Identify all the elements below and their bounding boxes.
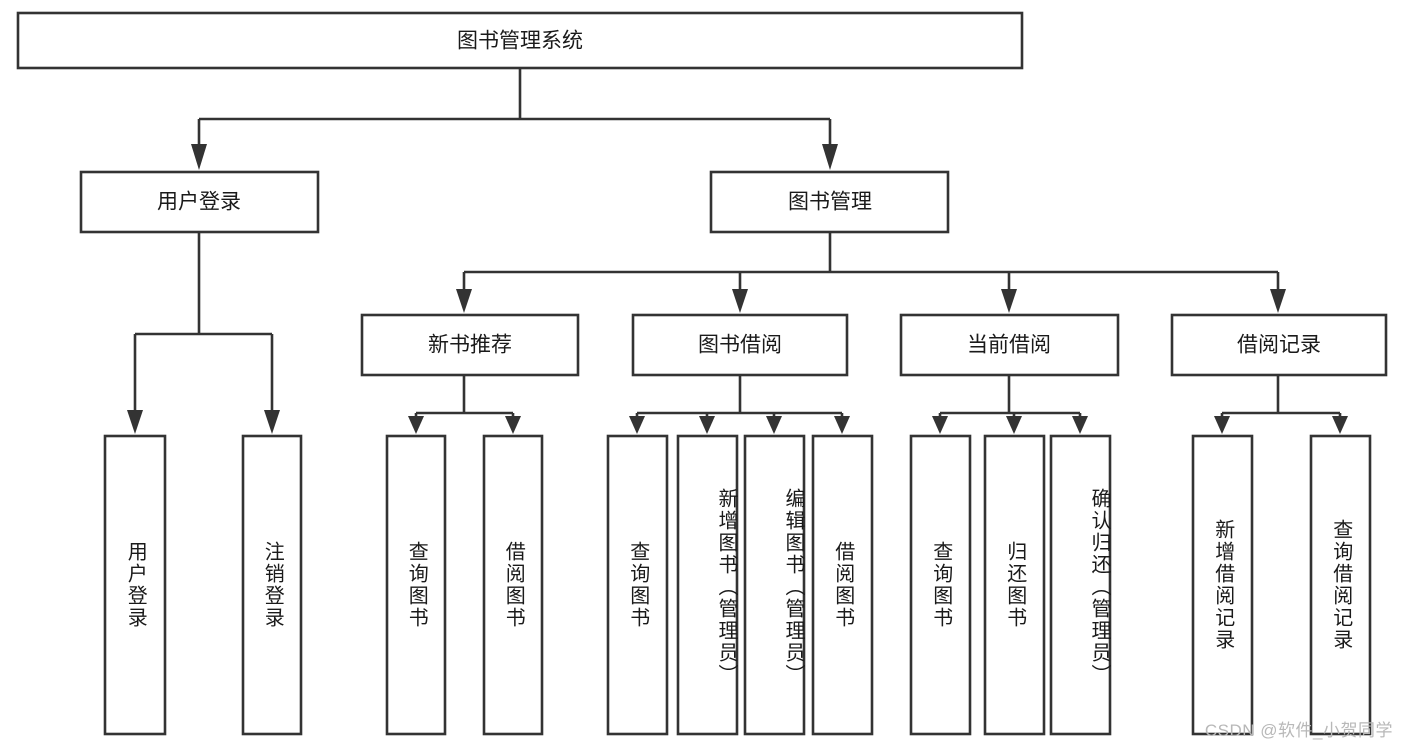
node-book-borrow-label: 图书借阅: [698, 334, 782, 357]
arrow-head-bk-edit: [766, 416, 782, 434]
arrow-head-login: [191, 144, 207, 170]
arrow-head-nb-query: [408, 416, 424, 434]
node-leaf-bk-add-box[interactable]: [676, 434, 739, 736]
node-book-borrow[interactable]: 图书借阅: [631, 313, 849, 377]
node-borrow-records-box[interactable]: [1170, 313, 1388, 377]
arrow-head-bk-query: [629, 416, 645, 434]
node-leaf-user-logout-box[interactable]: [241, 434, 303, 736]
node-book-management-label: 图书管理: [788, 191, 872, 214]
node-book-management-box[interactable]: [709, 170, 950, 234]
node-leaf-cur-return-box[interactable]: [983, 434, 1046, 736]
arrow-head-rec-query: [1332, 416, 1348, 434]
node-current-borrow[interactable]: 当前借阅: [899, 313, 1120, 377]
node-user-login-box[interactable]: [79, 170, 320, 234]
arrow-head-records: [1270, 289, 1286, 313]
edge-records-to-leaves: [1214, 375, 1348, 434]
node-current-borrow-label: 当前借阅: [967, 334, 1051, 357]
arrow-head-borrow: [732, 289, 748, 313]
node-book-management[interactable]: 图书管理: [709, 170, 950, 234]
arrow-head-nb-borrow: [505, 416, 521, 434]
edge-root-to-level2: [191, 68, 838, 170]
node-leaf-rec-query-box[interactable]: [1309, 434, 1372, 736]
arrow-head-bk-add: [699, 416, 715, 434]
node-leaf-cur-confirm-box[interactable]: [1049, 434, 1112, 736]
node-user-login-label: 用户登录: [157, 191, 241, 214]
arrow-head-cur-confirm: [1072, 416, 1088, 434]
node-new-book-recommend-label: 新书推荐: [428, 334, 512, 357]
node-leaf-nb-borrow-box[interactable]: [482, 434, 544, 736]
edge-current-to-leaves: [932, 375, 1088, 434]
node-borrow-records-label: 借阅记录: [1237, 334, 1321, 357]
node-leaf-rec-add-box[interactable]: [1191, 434, 1254, 736]
node-leaf-bk-borrow-box[interactable]: [811, 434, 874, 736]
arrow-head-newbook: [456, 289, 472, 313]
arrow-head-cur-query: [932, 416, 948, 434]
node-root[interactable]: 图书管理系统: [16, 11, 1024, 70]
arrow-head-user-logout: [264, 410, 280, 434]
edge-borrow-to-leaves: [629, 375, 850, 434]
edge-login-to-leaves: [127, 232, 280, 434]
node-leaf-user-login-box[interactable]: [103, 434, 167, 736]
node-root-label: 图书管理系统: [457, 30, 583, 53]
node-new-book-recommend-box[interactable]: [360, 313, 580, 377]
arrow-head-bk-borrow: [834, 416, 850, 434]
arrow-head-cur-return: [1006, 416, 1022, 434]
node-leaf-cur-query-box[interactable]: [909, 434, 972, 736]
node-borrow-records[interactable]: 借阅记录: [1170, 313, 1388, 377]
edge-newbook-to-leaves: [408, 375, 521, 434]
arrow-head-user-login: [127, 410, 143, 434]
node-root-box[interactable]: [16, 11, 1024, 70]
csdn-watermark: CSDN @软件_小贺同学: [1204, 721, 1393, 740]
node-leaf-bk-edit-box[interactable]: [743, 434, 806, 736]
node-user-login[interactable]: 用户登录: [79, 170, 320, 234]
node-book-borrow-box[interactable]: [631, 313, 849, 377]
node-leaf-bk-query-box[interactable]: [606, 434, 669, 736]
edge-bookmgmt-to-level3: [456, 232, 1286, 313]
node-new-book-recommend[interactable]: 新书推荐: [360, 313, 580, 377]
node-leaf-nb-query-box[interactable]: [385, 434, 447, 736]
arrow-head-rec-add: [1214, 416, 1230, 434]
arrow-head-current: [1001, 289, 1017, 313]
node-current-borrow-box[interactable]: [899, 313, 1120, 377]
arrow-head-bookmgmt: [822, 144, 838, 170]
